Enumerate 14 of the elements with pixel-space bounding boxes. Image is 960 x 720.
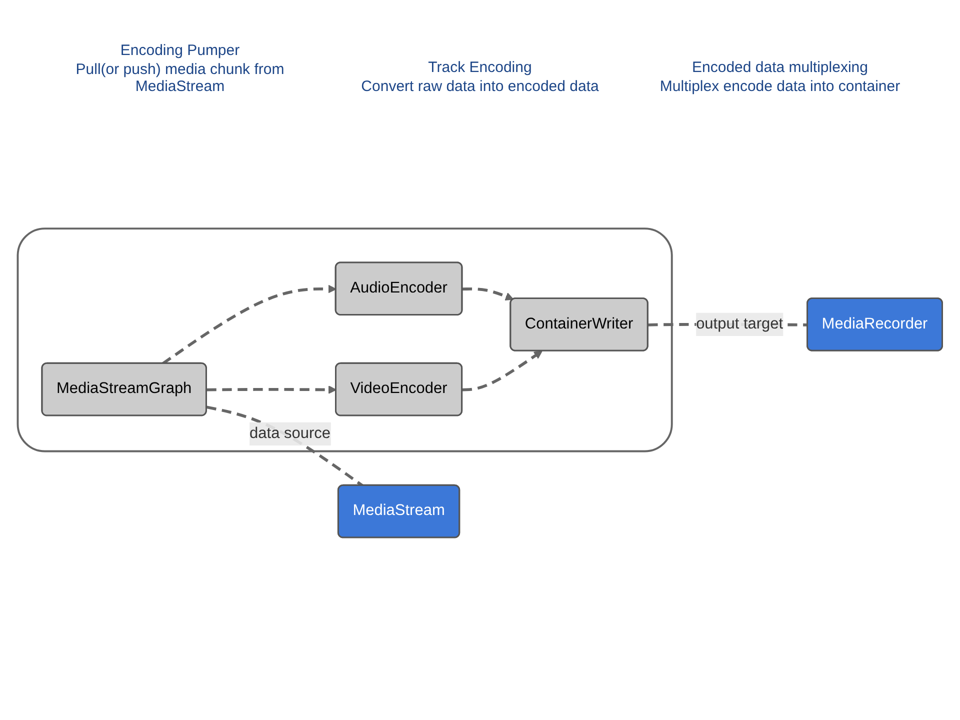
arrow	[462, 288, 514, 300]
connector	[206, 406, 364, 487]
section-description: Convert raw data into encoded data	[360, 78, 600, 95]
edge-label: data source	[250, 425, 331, 442]
section-description: Multiplex encode data into container	[658, 78, 902, 95]
section-heading: Track Encoding	[427, 59, 533, 76]
section-heading: Encoding Pumper	[119, 42, 241, 59]
arrow	[462, 350, 542, 392]
section-description: Pull(or push) media chunk from MediaStream	[74, 61, 286, 95]
edge-label: output target	[696, 316, 784, 332]
section-heading: Encoded data multiplexing	[691, 59, 869, 76]
arrow	[206, 385, 337, 394]
cluster	[16, 228, 673, 452]
arrow	[162, 284, 336, 365]
